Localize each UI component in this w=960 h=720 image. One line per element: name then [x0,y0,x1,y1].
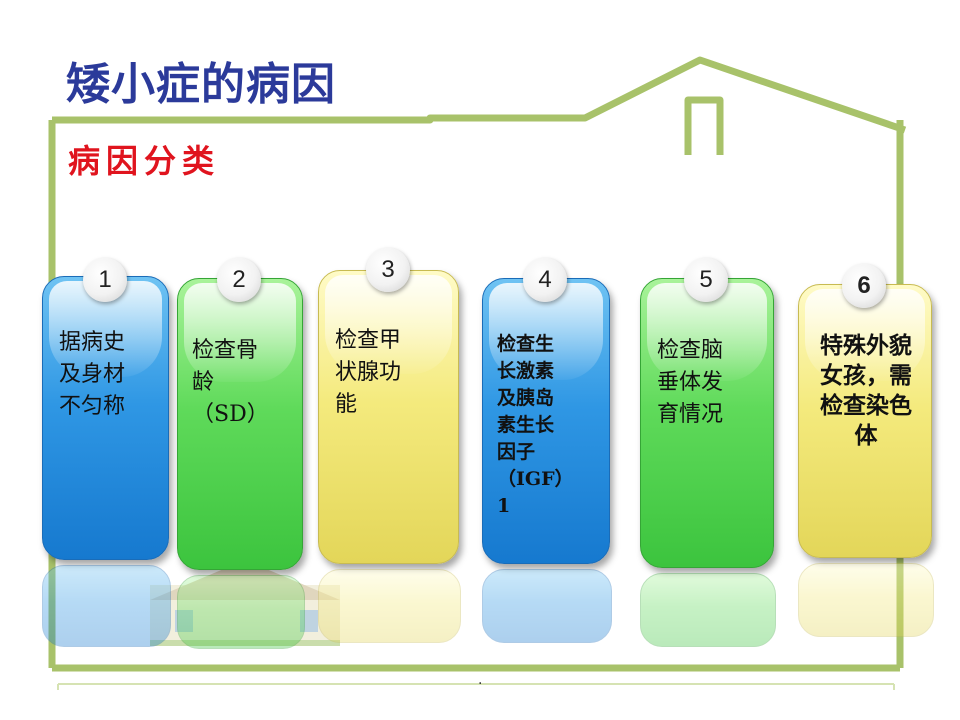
card-reflection [482,569,612,643]
section-subtitle: 病因分类 [68,142,221,180]
card-number-badge: 2 [217,258,261,302]
card-text: 特殊外貌 女孩，需 检查染色 体 [820,332,912,449]
card-text: 检查脑 垂体发 育情况 [657,338,724,427]
card-number-badge: 6 [842,264,886,308]
card-reflection [177,575,305,649]
card-number-badge: 3 [366,248,410,292]
card-reflection [640,573,776,647]
card-reflection [42,565,171,647]
cause-card-5: 检查脑 垂体发 育情况 [640,278,774,568]
card-number-badge: 1 [83,258,127,302]
cause-card-2: 检查骨 龄 （SD） [177,278,303,570]
card-text: 检查生 长激素 及胰岛 素生长 因子 （IGF） 1 [497,333,574,517]
card-reflection [798,563,934,637]
card-number-badge: 4 [523,258,567,302]
card-text: 检查骨 龄 （SD） [192,338,269,427]
cause-card-1: 据病史 及身材 不匀称 [42,276,169,560]
card-text: 检查甲 状腺功 能 [335,328,402,417]
card-text: 据病史 及身材 不匀称 [59,330,126,419]
cause-card-4: 检查生 长激素 及胰岛 素生长 因子 （IGF） 1 [482,278,610,564]
cause-card-6: 特殊外貌 女孩，需 检查染色 体 [798,284,932,558]
footer-mark: . [478,672,483,688]
page-title: 矮小症的病因 [66,59,336,110]
card-reflection [318,569,461,643]
cause-card-3: 检查甲 状腺功 能 [318,270,459,564]
card-number-badge: 5 [684,258,728,302]
